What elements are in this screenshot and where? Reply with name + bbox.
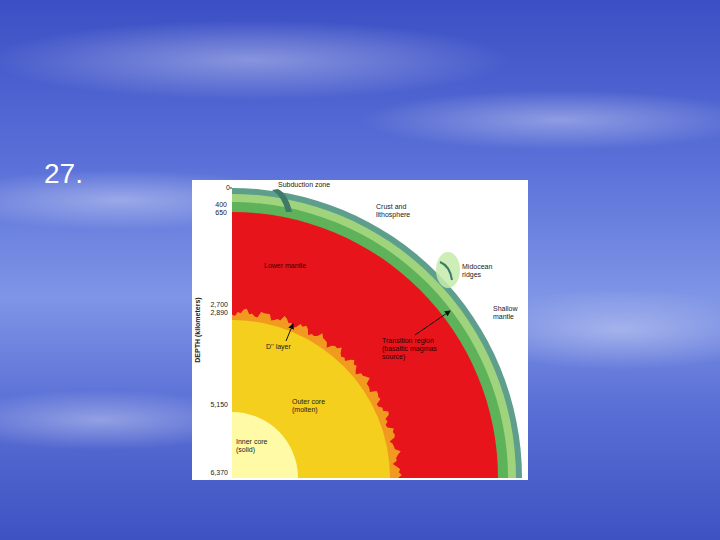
- depth-tick: 400: [207, 201, 227, 209]
- region-label: Shallow mantle: [493, 305, 525, 321]
- region-label: Transition region (basaltic magmas sourc…: [382, 337, 446, 361]
- depth-tick: 0: [222, 184, 230, 192]
- region-label: Outer core (molten): [292, 398, 352, 414]
- region-label: Lower mantle: [264, 262, 324, 270]
- region-label: Subduction zone: [278, 181, 348, 189]
- slide-title: 27.: [44, 158, 83, 190]
- region-label: Inner core (solid): [236, 438, 276, 454]
- region-label: D'' layer: [266, 343, 306, 351]
- depth-tick: 6,370: [204, 469, 228, 477]
- axis-label: DEPTH (kilometers): [194, 270, 202, 390]
- depth-tick: 5,150: [204, 401, 228, 409]
- region-label: Crust and lithosphere: [376, 203, 428, 219]
- depth-tick: 2,890: [204, 309, 228, 317]
- depth-tick: 650: [207, 209, 227, 217]
- depth-tick: 2,700: [204, 301, 228, 309]
- region-label: Midocean ridges: [462, 263, 512, 279]
